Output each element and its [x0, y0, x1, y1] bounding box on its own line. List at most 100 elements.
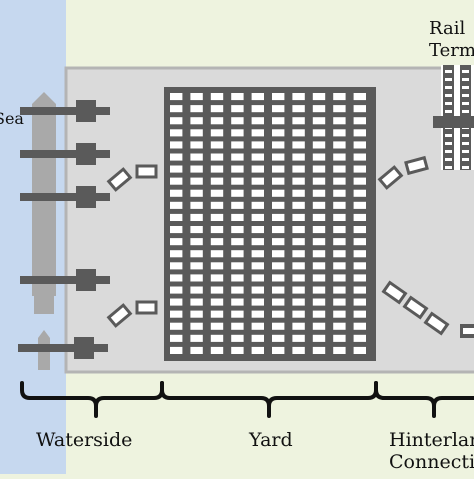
yard-slot [333, 201, 346, 209]
yard-slot [190, 141, 203, 149]
yard-slot [190, 250, 203, 258]
yard-slot [251, 189, 264, 197]
yard-slot [231, 117, 244, 125]
yard-slot [170, 141, 183, 149]
vehicle [135, 164, 158, 179]
yard-slot [231, 238, 244, 246]
yard-slot [353, 117, 366, 125]
yard-slot [231, 262, 244, 270]
yard-slot [292, 322, 305, 330]
yard-slot [190, 262, 203, 270]
rail-tie [462, 166, 469, 169]
yard-slot [231, 189, 244, 197]
yard-slot [292, 117, 305, 125]
yard-slot [251, 334, 264, 342]
yard-slot [170, 105, 183, 113]
yard-slot [251, 117, 264, 125]
rail-tie [445, 166, 452, 169]
rail-tie [445, 150, 452, 153]
yard-slot [353, 286, 366, 294]
yard-slot [333, 129, 346, 137]
rail-tie [462, 158, 469, 161]
yard-slot [210, 141, 224, 149]
yard-slot [272, 250, 285, 258]
yard-slot [190, 165, 203, 173]
yard-slot [231, 165, 244, 173]
yard-slot [353, 165, 366, 173]
yard-slot [312, 238, 326, 246]
yard-slot [353, 250, 366, 258]
yard-slot [292, 165, 305, 173]
rail-tie [445, 70, 452, 73]
yard-slot [231, 346, 244, 354]
crane-boom [20, 107, 110, 115]
yard-slot [333, 274, 346, 282]
rail-tie [462, 142, 469, 145]
rail-crane [433, 116, 474, 128]
yard-slot [231, 177, 244, 185]
yard-slot [292, 334, 305, 342]
rail-tie [462, 110, 469, 113]
yard-slot [312, 334, 326, 342]
yard-slot [251, 262, 264, 270]
rail-tie [462, 78, 469, 81]
yard-slot [170, 322, 183, 330]
yard-slot [231, 201, 244, 209]
yard-block [164, 87, 376, 361]
yard-slot [210, 153, 224, 161]
yard-slot [353, 346, 366, 354]
yard-slot [312, 226, 326, 234]
hinterland-brace [374, 381, 474, 418]
yard-slot [292, 153, 305, 161]
yard-slot [272, 141, 285, 149]
yard-slot [190, 93, 203, 101]
yard-slot [251, 105, 264, 113]
yard-slot [251, 322, 264, 330]
yard-slot [312, 105, 326, 113]
yard-slot [210, 129, 224, 137]
crane-body [76, 143, 96, 165]
yard-slot [170, 250, 183, 258]
yard-slot [272, 213, 285, 221]
yard-slot [272, 129, 285, 137]
yard-slot [231, 153, 244, 161]
yard-slot [210, 165, 224, 173]
rail-terminal-label-line1: Rail [429, 18, 465, 39]
vehicle [381, 280, 408, 305]
yard-slot [272, 262, 285, 270]
yard-slot [333, 213, 346, 221]
yard-slot [170, 117, 183, 125]
vehicle [404, 155, 429, 176]
yard-slot [231, 250, 244, 258]
yard-slot [190, 310, 203, 318]
crane-boom [20, 150, 110, 158]
yard-slot [210, 117, 224, 125]
yard-slot [210, 177, 224, 185]
rail-tie [462, 150, 469, 153]
yard-slot [272, 286, 285, 294]
yard-slot [251, 226, 264, 234]
rail-tie [445, 110, 452, 113]
yard-slot [312, 189, 326, 197]
yard-slot [210, 105, 224, 113]
yard-slot [170, 93, 183, 101]
yard-slot [251, 93, 264, 101]
yard-slot [210, 286, 224, 294]
yard-slot [353, 141, 366, 149]
vehicle [423, 311, 450, 336]
yard-slot [210, 298, 224, 306]
yard-slot [251, 238, 264, 246]
yard-slot [353, 93, 366, 101]
yard-slot [170, 129, 183, 137]
yard-slot [272, 189, 285, 197]
yard-slot [251, 310, 264, 318]
yard-slot [190, 238, 203, 246]
yard-slot [333, 262, 346, 270]
yard-slot [292, 105, 305, 113]
yard-slot [170, 177, 183, 185]
vehicle [106, 303, 133, 328]
yard-slot [272, 105, 285, 113]
quay-cranes [18, 100, 110, 359]
yard-slot [312, 129, 326, 137]
yard-slot [170, 153, 183, 161]
